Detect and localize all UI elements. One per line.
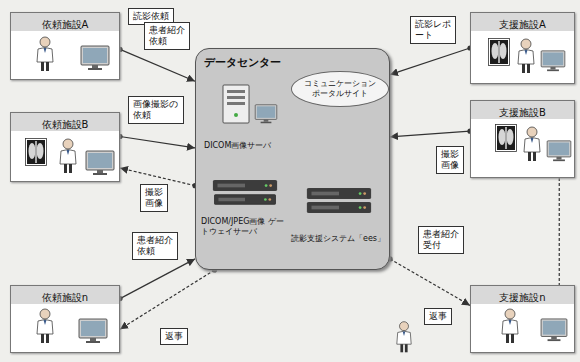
node-text: 読影レポート: [415, 19, 451, 41]
connector: [559, 178, 560, 285]
monitor-icon: [79, 319, 107, 343]
connector: [120, 137, 195, 148]
facility-box: 依頼施設A: [10, 12, 120, 80]
node-text: データセンター: [204, 55, 281, 70]
node-text: 患者紹介受付: [423, 229, 459, 251]
server-label: DICOM画像サーバ: [204, 141, 299, 151]
ees-server-icon: [307, 202, 370, 212]
callout-box: 返事: [424, 308, 452, 325]
node-text: 支援施設A: [495, 16, 550, 33]
xray-image: [496, 125, 517, 152]
connector: [390, 259, 470, 306]
doctor-figure: [37, 37, 53, 71]
connector: [120, 168, 195, 186]
label-holder: DICOM画像サーバ: [204, 141, 299, 151]
node-text: 支援施設n: [495, 289, 549, 306]
callout-box: 患者紹介受付: [418, 226, 464, 254]
server-icon: [223, 85, 249, 123]
callout-box: 撮影画像: [140, 184, 168, 212]
node-text: 返事: [165, 331, 183, 342]
facility-box: 依頼施設B: [10, 112, 120, 182]
node-text: 画像撮影の依頼: [133, 99, 179, 121]
monitor-icon: [86, 151, 114, 175]
ees-server-icon: [307, 188, 370, 198]
datacenter-box: データセンターコミュニケーション ポータルサイト DICOM画像サーバ DICOM/…: [195, 48, 390, 270]
label-holder: 読影支援システム「ees」: [291, 234, 386, 244]
node-text: 患者紹介依頼: [149, 25, 185, 47]
doctor-figure: [397, 322, 411, 353]
facility-box: 依頼施設n: [10, 285, 120, 353]
label-holder: DICOM/JPEG画像 ゲートウェイサーバ: [201, 217, 286, 237]
callout-box: 患者紹介依頼: [144, 22, 190, 50]
node-text: 返事: [429, 311, 447, 322]
node-text: 撮影画像: [145, 187, 163, 209]
node-text: 支援施設B: [495, 104, 550, 121]
node-text: 読影依頼: [133, 11, 169, 22]
doctor-figure: [37, 309, 53, 343]
monitor-icon: [541, 319, 567, 341]
gateway-server-icon: [214, 195, 275, 205]
node-text: コミュニケーション ポータルサイト: [302, 79, 378, 99]
callout-box: 読影レポート: [410, 16, 456, 44]
monitor-icon: [81, 46, 109, 70]
monitor-icon: [255, 105, 277, 123]
xray-image: [489, 39, 510, 66]
node-text: 依頼施設A: [38, 16, 93, 33]
node-text: 依頼施設B: [38, 116, 93, 133]
node-text: 依頼施設n: [38, 289, 92, 306]
connector: [390, 131, 470, 137]
connector: [120, 259, 195, 299]
connector: [120, 270, 215, 329]
node-text: 患者紹介依頼: [137, 235, 173, 257]
callout-box: 患者紹介依頼: [132, 232, 178, 260]
portal-oval: コミュニケーション ポータルサイト: [291, 71, 389, 107]
connector: [120, 49, 195, 81]
doctor-figure: [518, 39, 534, 73]
monitor-icon: [541, 51, 565, 71]
facility-box: 支援施設n: [470, 285, 575, 353]
node-text: 撮影画像: [441, 149, 459, 171]
facility-box: 支援施設B: [470, 100, 575, 178]
doctor-figure: [524, 127, 540, 161]
xray-image: [26, 139, 47, 166]
doctor-figure: [502, 309, 518, 343]
server-label: 読影支援システム「ees」: [291, 234, 386, 244]
gateway-server-icon: [213, 180, 276, 190]
facility-box: 支援施設A: [470, 12, 575, 84]
doctor-figure: [60, 139, 76, 173]
connector: [390, 48, 470, 75]
callout-box: 画像撮影の依頼: [128, 96, 184, 124]
callout-box: 返事: [160, 328, 188, 345]
monitor-icon: [547, 141, 571, 161]
server-label: DICOM/JPEG画像 ゲートウェイサーバ: [201, 217, 286, 237]
callout-box: 撮影画像: [436, 146, 464, 174]
